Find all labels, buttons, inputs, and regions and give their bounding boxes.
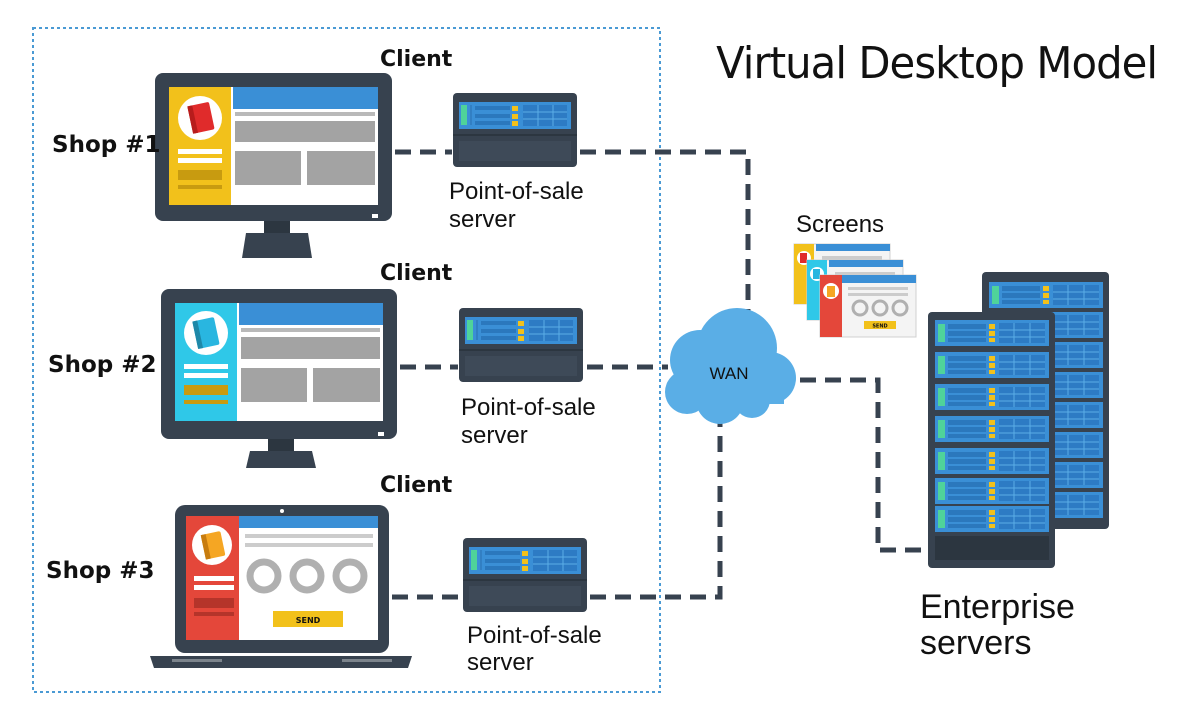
screens-send-label: SEND — [872, 324, 887, 330]
book-icon — [187, 102, 215, 134]
shop2-server-label-line2: server — [461, 422, 528, 449]
cloud-icon — [665, 308, 796, 424]
shop3-server-label-line1: Point-of-sale — [467, 622, 602, 649]
server-rack-icon — [928, 312, 1055, 568]
link-wan-enterprise — [800, 377, 930, 553]
enterprise-label-line1: Enterprise — [920, 588, 1075, 626]
server-icon — [462, 537, 588, 613]
network-links — [392, 149, 930, 600]
screens-stack: SEND — [793, 243, 917, 338]
enterprise-label-line2: servers — [920, 624, 1031, 662]
desktop-monitor-icon — [161, 289, 397, 468]
page-title: Virtual Desktop Model — [716, 38, 1157, 89]
book-icon — [200, 531, 226, 560]
shop3-client-label: Client — [380, 473, 453, 498]
shop2-label: Shop #2 — [48, 352, 157, 378]
desktop-monitor-icon — [155, 73, 392, 258]
shop1-label: Shop #1 — [52, 132, 161, 158]
server-icon — [452, 92, 578, 168]
wan-label: WAN — [709, 364, 748, 383]
shop1-server-label-line1: Point-of-sale — [449, 178, 584, 205]
screens-label: Screens — [796, 211, 884, 238]
shop1-server-label-line2: server — [449, 206, 516, 233]
shops-area-border — [32, 27, 661, 693]
shop2-server-label-line1: Point-of-sale — [461, 394, 596, 421]
server-icon — [458, 307, 584, 383]
laptop-icon: SEND — [150, 505, 412, 668]
link-shop1-wan — [580, 149, 751, 330]
shop3-label: Shop #3 — [46, 558, 155, 584]
shop1-client-label: Client — [380, 47, 453, 72]
send-button-label: SEND — [296, 616, 321, 625]
link-shop3-wan — [590, 420, 723, 600]
shop2-client-label: Client — [380, 261, 453, 286]
book-icon — [192, 317, 220, 349]
shop3-server-label-line2: server — [467, 649, 534, 676]
